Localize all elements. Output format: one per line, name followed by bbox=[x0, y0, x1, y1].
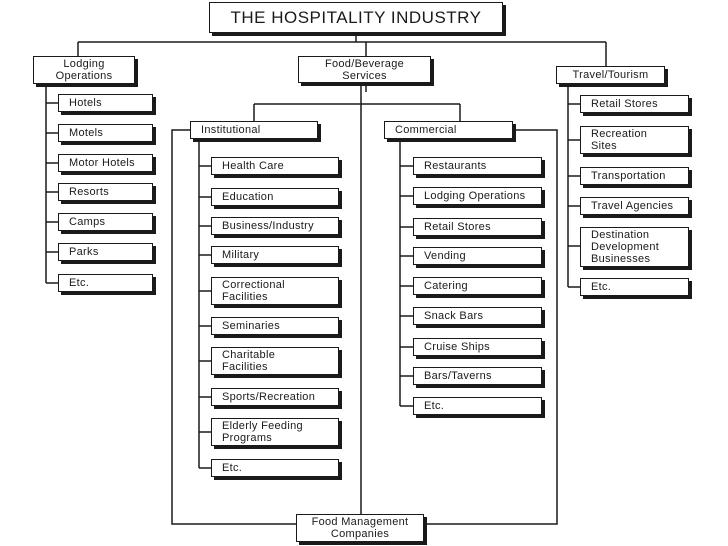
node-lodging-item: Etc. bbox=[58, 274, 153, 292]
node-commercial-item: Catering bbox=[413, 277, 542, 295]
node-institutional-item: Elderly Feeding Programs bbox=[211, 418, 339, 446]
node-food-management-companies: Food Management Companies bbox=[296, 514, 424, 542]
node-commercial-item: Vending bbox=[413, 247, 542, 265]
node-travel-tourism: Travel/Tourism bbox=[556, 66, 665, 84]
chart-title: THE HOSPITALITY INDUSTRY bbox=[209, 2, 503, 33]
node-institutional-item: Health Care bbox=[211, 157, 339, 175]
node-commercial-item: Cruise Ships bbox=[413, 338, 542, 356]
node-travel-item: Recreation Sites bbox=[580, 126, 689, 154]
node-lodging-item: Resorts bbox=[58, 183, 153, 201]
node-food-beverage-services: Food/Beverage Services bbox=[298, 56, 431, 83]
node-institutional-item: Charitable Facilities bbox=[211, 347, 339, 375]
node-institutional-item: Military bbox=[211, 246, 339, 264]
node-commercial-item: Restaurants bbox=[413, 157, 542, 175]
node-institutional-item: Sports/Recreation bbox=[211, 388, 339, 406]
node-commercial-item: Lodging Operations bbox=[413, 187, 542, 205]
node-commercial-item: Bars/Taverns bbox=[413, 367, 542, 385]
node-travel-item: Travel Agencies bbox=[580, 197, 689, 215]
node-lodging-operations: Lodging Operations bbox=[33, 56, 135, 84]
node-lodging-item: Motels bbox=[58, 124, 153, 142]
node-travel-item: Retail Stores bbox=[580, 95, 689, 113]
node-lodging-item: Hotels bbox=[58, 94, 153, 112]
node-lodging-item: Parks bbox=[58, 243, 153, 261]
node-lodging-item: Motor Hotels bbox=[58, 154, 153, 172]
node-travel-item: Destination Development Businesses bbox=[580, 227, 689, 267]
node-institutional: Institutional bbox=[190, 121, 318, 139]
node-institutional-item: Etc. bbox=[211, 459, 339, 477]
node-institutional-item: Business/Industry bbox=[211, 217, 339, 235]
node-commercial-item: Retail Stores bbox=[413, 218, 542, 236]
node-lodging-item: Camps bbox=[58, 213, 153, 231]
node-travel-item: Transportation bbox=[580, 167, 689, 185]
node-institutional-item: Correctional Facilities bbox=[211, 277, 339, 305]
node-institutional-item: Seminaries bbox=[211, 317, 339, 335]
node-commercial-item: Snack Bars bbox=[413, 307, 542, 325]
node-travel-item: Etc. bbox=[580, 278, 689, 296]
node-institutional-item: Education bbox=[211, 188, 339, 206]
node-commercial-item: Etc. bbox=[413, 397, 542, 415]
node-commercial: Commercial bbox=[384, 121, 513, 139]
